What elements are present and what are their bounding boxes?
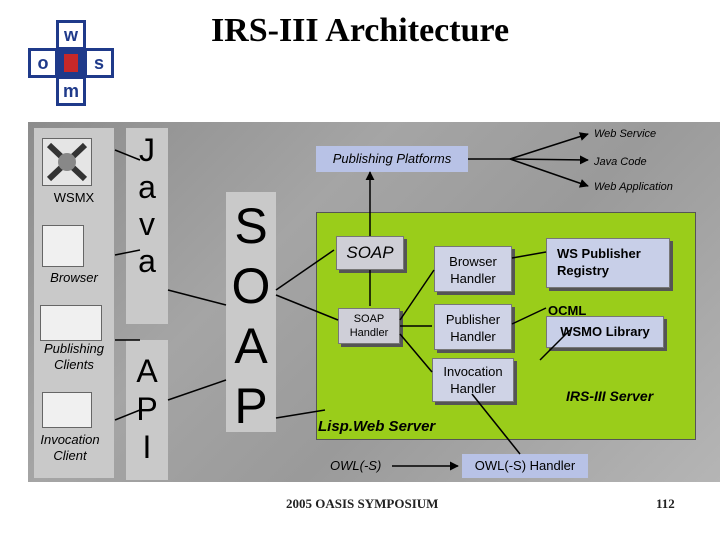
java-panel — [126, 128, 168, 324]
ocml-label: OCML — [548, 303, 587, 318]
logo-letter-s: s — [94, 53, 104, 73]
footer-page-number: 112 — [656, 496, 675, 511]
publishing-platforms-box: Publishing Platforms — [316, 146, 468, 172]
lispweb-server-label: Lisp.Web Server — [318, 418, 436, 435]
platform-web-application: Web Application — [594, 181, 673, 193]
footer-symposium: 2005 OASIS SYMPOSIUM — [286, 496, 439, 511]
publishing-clients-icon — [40, 305, 102, 341]
java-label: J a v a — [138, 132, 156, 279]
logo-letter-w: w — [63, 25, 79, 45]
browser-icon — [42, 225, 84, 267]
publisher-handler-box: Publisher Handler — [434, 304, 512, 350]
soap-big-label: S O A P — [231, 198, 271, 434]
invocation-client-label: Invocation Client — [40, 432, 100, 463]
soap-handler-box: SOAP Handler — [338, 308, 400, 344]
owl-s-handler-box: OWL(-S) Handler — [462, 454, 588, 478]
platform-java-code: Java Code — [594, 156, 647, 168]
wsmo-logo: w s m o — [28, 20, 114, 106]
ws-publisher-registry-box: WS Publisher Registry — [546, 238, 670, 288]
soap-box: SOAP — [336, 236, 404, 270]
wsmo-library-box: WSMO Library — [546, 316, 664, 348]
api-panel — [126, 340, 168, 480]
logo-letter-m: m — [63, 81, 79, 101]
wsmx-label: WSMX — [53, 190, 95, 205]
publishing-clients-label: Publishing Clients — [44, 341, 104, 372]
publishing-platforms-label: Publishing Platforms — [332, 151, 452, 166]
browser-handler-box: Browser Handler — [434, 246, 512, 292]
platform-web-service: Web Service — [594, 128, 657, 140]
api-label: A P I — [136, 353, 158, 465]
logo-letter-o: o — [38, 53, 49, 73]
irs-server-label: IRS-III Server — [566, 388, 654, 404]
wsmx-icon — [42, 138, 92, 186]
owl-s-label: OWL(-S) — [330, 458, 382, 473]
soap-panel — [226, 192, 276, 432]
invocation-client-icon — [42, 392, 92, 428]
browser-label: Browser — [50, 270, 98, 285]
slide-title: IRS-III Architecture — [210, 12, 510, 49]
